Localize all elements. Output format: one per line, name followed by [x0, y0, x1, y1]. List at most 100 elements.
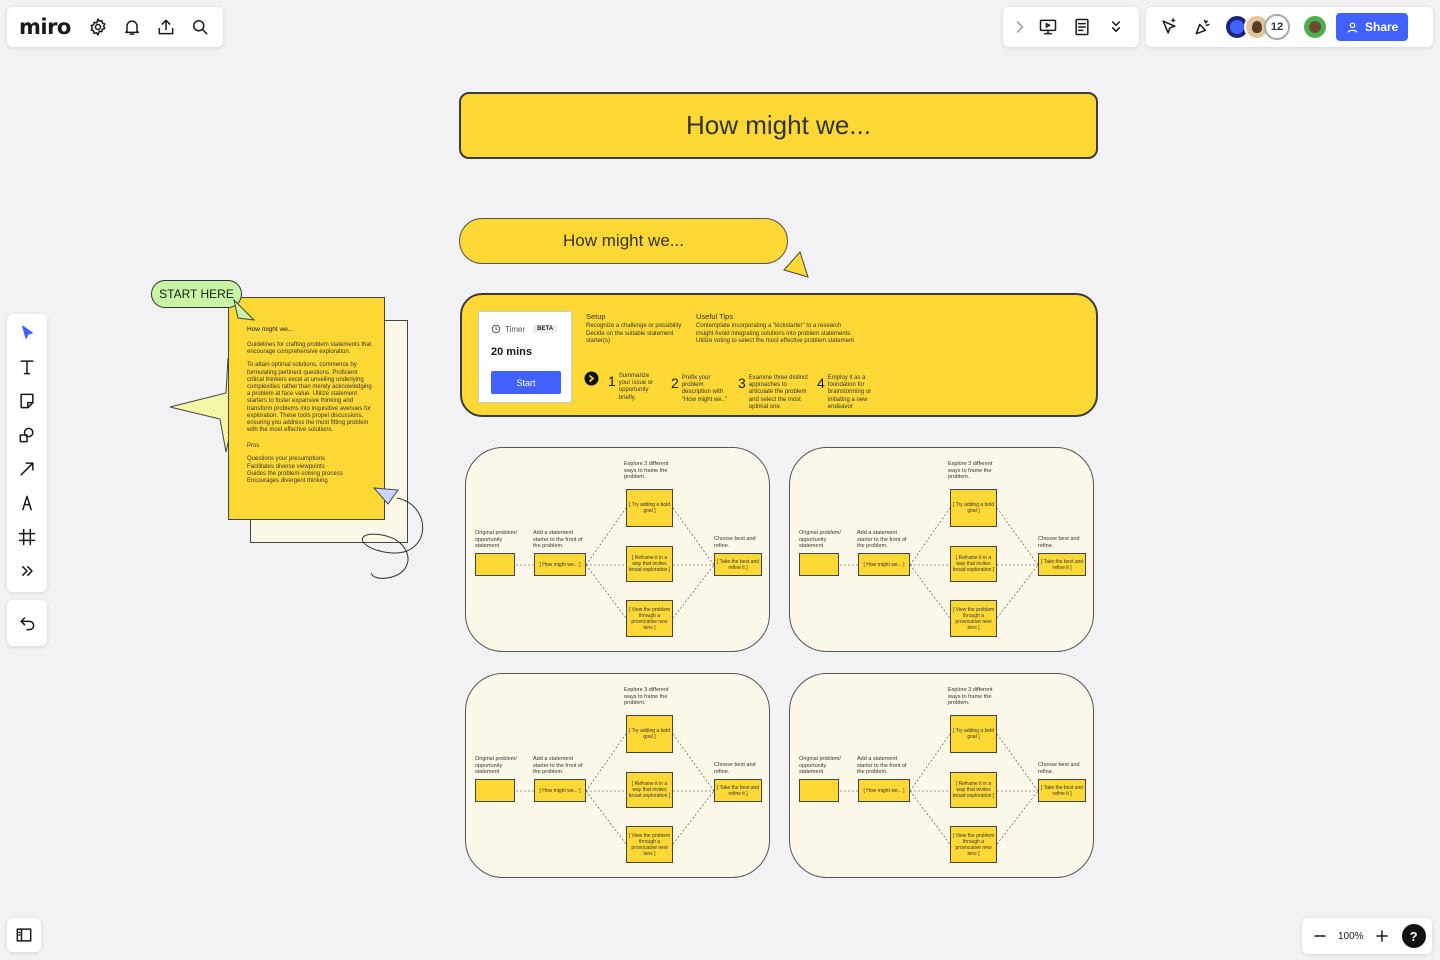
refine-box[interactable]: [ Take the best and refine it ]	[714, 553, 762, 576]
start-here-label[interactable]: START HERE	[151, 280, 242, 308]
frame-icon[interactable]	[10, 520, 44, 554]
choose-label: Choose best and refine.	[1038, 762, 1080, 775]
decorative-scribble	[361, 497, 424, 579]
refine-box[interactable]: [ Take the best and refine it ]	[1038, 553, 1086, 576]
celebrate-icon[interactable]	[1186, 10, 1220, 44]
upload-icon[interactable]	[149, 10, 183, 44]
note-heading: How might we...	[247, 326, 294, 333]
double-chevron-down-icon[interactable]	[1099, 10, 1133, 44]
original-statement-box[interactable]	[799, 779, 839, 802]
undo-icon[interactable]	[10, 606, 44, 640]
choose-label: Choose best and refine.	[714, 536, 756, 549]
search-icon[interactable]	[183, 10, 217, 44]
notes-icon[interactable]	[1065, 10, 1099, 44]
hmw-starter-box[interactable]: [ How might we... ]	[534, 779, 586, 802]
explore-label: Explore 3 different ways to frame the pr…	[948, 687, 993, 707]
explore-label: Explore 3 different ways to frame the pr…	[948, 461, 993, 481]
step-4: 4 Employ it as a foundation for brainsto…	[817, 375, 872, 410]
board-title-banner[interactable]: How might we...	[459, 92, 1098, 159]
zoom-out-icon[interactable]	[1308, 919, 1332, 953]
connector-lines	[840, 507, 1039, 619]
reframe-box[interactable]: [ Reframe it in a way that invites broad…	[626, 772, 673, 808]
share-button[interactable]: Share	[1336, 13, 1409, 41]
pen-icon[interactable]	[10, 486, 44, 520]
hmw-exercise-frame[interactable]: Explore 3 different ways to frame the pr…	[789, 447, 1094, 652]
help-button[interactable]: ?	[1401, 924, 1426, 948]
choose-label: Choose best and refine.	[714, 762, 756, 775]
setup-panel[interactable]: Timer BETA 20 mins Start Setup Recognize…	[460, 293, 1098, 417]
collaborator-count-badge[interactable]: 12	[1264, 14, 1290, 40]
hmw-starter-box[interactable]: [ How might we... ]	[858, 553, 910, 576]
sticky-note-icon[interactable]	[10, 384, 44, 418]
hmw-exercise-frame[interactable]: Explore 3 different ways to frame the pr…	[465, 447, 770, 652]
add-starter-label: Add a statement starter to the front of …	[533, 530, 583, 550]
bell-icon[interactable]	[115, 10, 149, 44]
sidebar-toggle-icon[interactable]	[7, 918, 41, 952]
clock-icon	[491, 324, 501, 334]
bold-goal-box[interactable]: [ Try adding a bold goal ]	[950, 715, 997, 753]
text-tool-icon[interactable]	[10, 350, 44, 384]
reframe-box[interactable]: [ Reframe it in a way that invites broad…	[626, 546, 673, 582]
cursor-follow-icon[interactable]	[1152, 10, 1186, 44]
user-icon	[1347, 22, 1358, 33]
reframe-box[interactable]: [ Reframe it in a way that invites broad…	[950, 546, 997, 582]
hmw-speech-bubble[interactable]: How might we...	[459, 218, 788, 264]
settings-icon[interactable]	[81, 10, 115, 44]
original-label: Original problem/ opportunity statement	[475, 756, 517, 776]
bold-goal-box[interactable]: [ Try adding a bold goal ]	[950, 489, 997, 527]
provocative-lens-box[interactable]: [ View the problem through a provocative…	[626, 600, 673, 637]
presentation-toolbar	[1003, 7, 1139, 47]
zoom-in-icon[interactable]	[1370, 919, 1394, 953]
hmw-starter-box[interactable]: [ How might we... ]	[534, 553, 586, 576]
present-icon[interactable]	[1031, 10, 1065, 44]
provocative-lens-box[interactable]: [ View the problem through a provocative…	[950, 600, 997, 637]
instructions-sticky-note[interactable]: How might we... Guidelines for crafting …	[228, 297, 385, 520]
left-toolbar	[7, 314, 47, 592]
note-body: To attain optimal solutions, commence by…	[247, 362, 372, 434]
timer-start-button[interactable]: Start	[491, 371, 561, 394]
hmw-starter-box[interactable]: [ How might we... ]	[858, 779, 910, 802]
note-pro-item: Encourages divergent thinking	[247, 478, 328, 484]
note-intro: Guidelines for crafting problem statemen…	[247, 342, 372, 356]
step-2: 2 Prefix your problem description with "…	[671, 375, 728, 403]
miro-logo[interactable]: miro	[19, 15, 71, 39]
original-statement-box[interactable]	[475, 553, 515, 576]
connector-lines	[840, 733, 1039, 845]
pointer-triangle-icon	[372, 487, 399, 505]
collaboration-toolbar: 12 Share	[1146, 7, 1433, 47]
timer-duration: 20 mins	[491, 346, 532, 358]
pointer-triangle-icon	[233, 298, 256, 321]
setup-text: Recognize a challenge or possibility Dec…	[586, 323, 682, 344]
current-user-avatar[interactable]	[1302, 14, 1328, 40]
refine-box[interactable]: [ Take the best and refine it ]	[714, 779, 762, 802]
refine-box[interactable]: [ Take the best and refine it ]	[1038, 779, 1086, 802]
chevron-right-icon[interactable]	[1009, 10, 1031, 44]
connector-lines	[516, 733, 715, 845]
hmw-exercise-frame[interactable]: Explore 3 different ways to frame the pr…	[465, 673, 770, 878]
timer-widget[interactable]: Timer BETA 20 mins Start	[478, 311, 572, 403]
bold-goal-box[interactable]: [ Try adding a bold goal ]	[626, 489, 673, 527]
note-pro-item: Questions your presumptions	[247, 456, 326, 463]
more-tools-icon[interactable]	[10, 554, 44, 588]
original-statement-box[interactable]	[799, 553, 839, 576]
hmw-exercise-frame[interactable]: Explore 3 different ways to frame the pr…	[789, 673, 1094, 878]
original-statement-box[interactable]	[475, 779, 515, 802]
provocative-lens-box[interactable]: [ View the problem through a provocative…	[950, 826, 997, 863]
note-pros-title: Pros	[247, 443, 260, 450]
note-pro-item: Guides the problem-solving process	[247, 470, 343, 477]
shapes-icon[interactable]	[10, 418, 44, 452]
avatar-group[interactable]: 12	[1224, 14, 1290, 40]
step-3: 3 Examine three distinct approaches to a…	[738, 375, 808, 410]
add-starter-label: Add a statement starter to the front of …	[533, 756, 583, 776]
add-starter-label: Add a statement starter to the front of …	[857, 756, 907, 776]
beta-badge: BETA	[533, 325, 558, 333]
note-pro-item: Facilitates diverse viewpoints	[247, 463, 325, 470]
provocative-lens-box[interactable]: [ View the problem through a provocative…	[626, 826, 673, 863]
reframe-box[interactable]: [ Reframe it in a way that invites broad…	[950, 772, 997, 808]
board-panel	[7, 918, 41, 952]
select-cursor-icon[interactable]	[10, 316, 44, 350]
bold-goal-box[interactable]: [ Try adding a bold goal ]	[626, 715, 673, 753]
setup-title: Setup	[586, 312, 606, 321]
connector-arrow-icon[interactable]	[10, 452, 44, 486]
zoom-level[interactable]: 100%	[1338, 930, 1364, 942]
